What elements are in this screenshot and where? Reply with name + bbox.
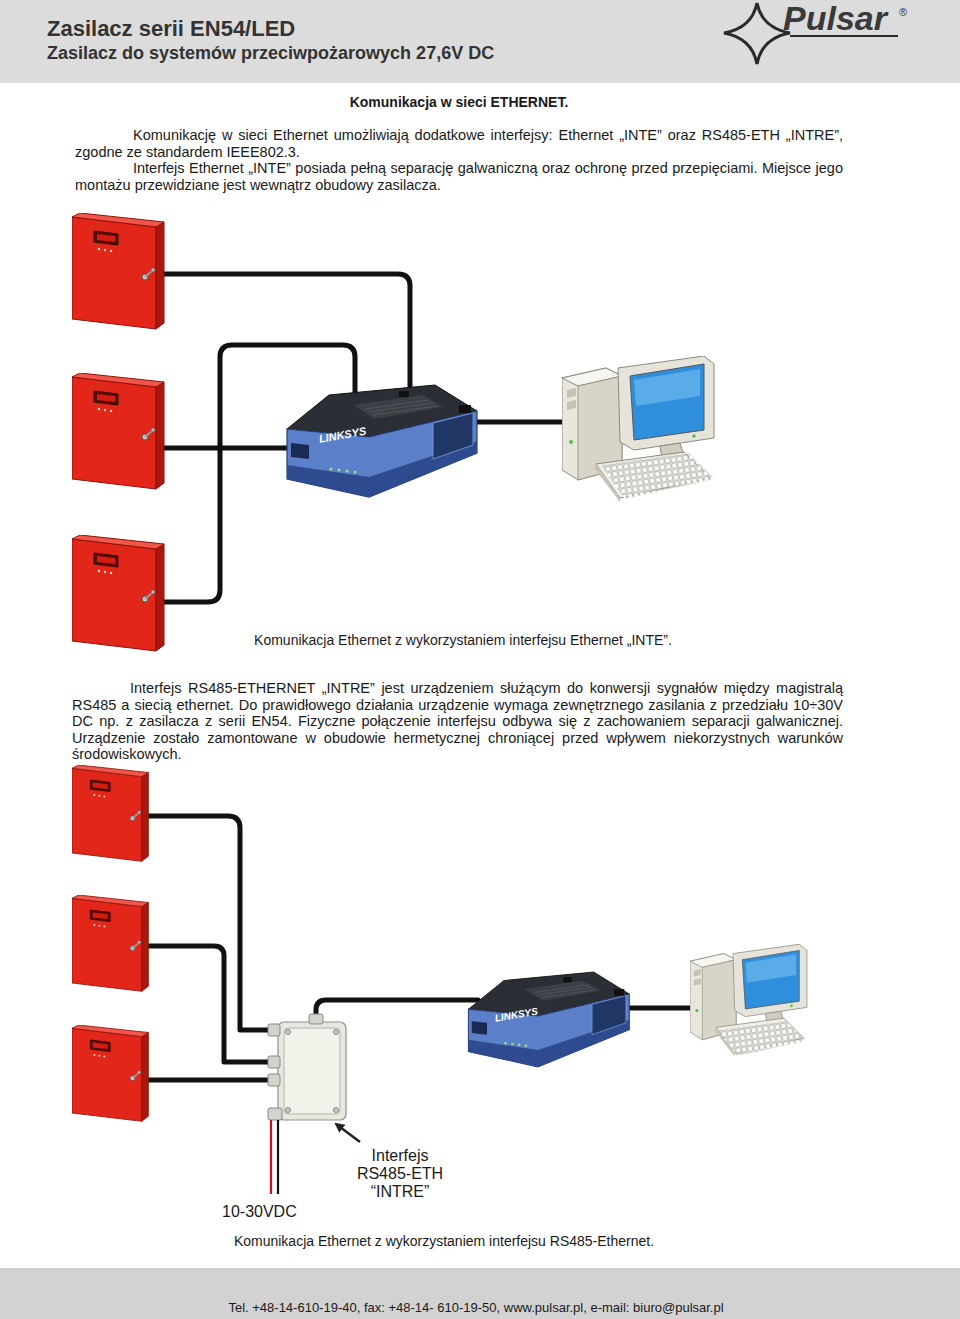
page-subtitle: Zasilacz do systemów przeciwpożarowych 2… [47,42,494,64]
rs485-cable [146,1078,278,1083]
paragraph: Komunikację w sieci Ethernet umożliwiają… [75,127,843,160]
power-supply-cabinet [72,1025,148,1121]
ethernet-cable [476,420,568,425]
logo-star [724,3,790,64]
power-supply-cabinet [72,535,164,651]
interface-enclosure [268,1014,346,1120]
ethernet-cable [160,274,410,392]
logo-text: Pulsar [783,0,887,39]
power-supply-cabinet [72,373,164,489]
footer-contact: Tel. +48-14-610-19-40, fax: +48-14- 610-… [0,1300,956,1316]
brand-mark: LINKSYS [318,425,367,446]
illustration-part [286,1108,291,1113]
ethernet-cable [316,1000,478,1024]
router [287,385,477,497]
rs485-cable [146,946,278,1062]
ethernet-cable [160,446,292,451]
paragraph: Interfejs RS485-ETHERNET „INTRE” jest ur… [72,680,843,763]
illustration-part [286,1030,291,1035]
callout-label: Interfejs RS485-ETH “INTRE” [345,1147,455,1201]
illustration-part [334,1030,339,1035]
figure-caption: Komunikacja Ethernet z wykorzystaniem in… [180,632,746,649]
illustration-part [278,1022,346,1120]
power-supply-cabinet [72,213,164,329]
illustration-part [268,1074,280,1086]
keyboard-keys [601,453,715,499]
keyboard-keys [718,1021,806,1056]
brand-mark: LINKSYS [494,1005,539,1024]
illustration-part [268,1108,282,1120]
illustration-part [268,1024,280,1036]
router [468,972,629,1067]
voltage-label: 10-30VDC [222,1202,297,1221]
computer [690,944,807,1056]
rs485-cable [146,816,278,1030]
illustration-part [334,1108,339,1113]
ethernet-cable [628,1006,696,1011]
power-wire-positive [270,1120,272,1194]
power-supply-cabinet [72,895,148,991]
computer [562,356,714,502]
illustration-part [309,1014,323,1024]
power-supply-cabinet [72,765,148,861]
leader-arrow [336,1124,360,1142]
paragraph: Interfejs Ethernet „INTE” posiada pełną … [75,160,843,193]
illustration-part [268,1056,280,1068]
power-wire-negative [277,1120,279,1194]
figure-caption: Komunikacja Ethernet z wykorzystaniem in… [150,1233,738,1250]
section-heading: Komunikacja w sieci ETHERNET. [259,94,659,111]
registered-mark: ® [899,6,907,19]
illustration-part [284,1028,340,1114]
page-title: Zasilacz serii EN54/LED [47,16,295,42]
